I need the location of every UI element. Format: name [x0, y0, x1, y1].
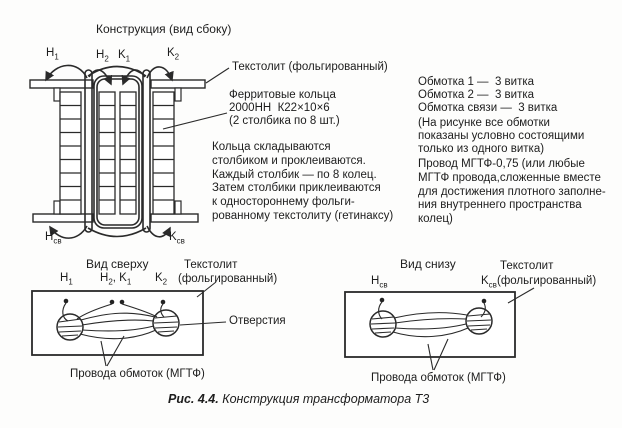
top-view-wires-label: Провода обмоток (МГТФ) — [70, 368, 205, 380]
terminal-hsv: Hсв — [45, 231, 62, 246]
ferrite-line: 2000НН К22×10×6 — [229, 102, 330, 115]
top-view-board — [31, 290, 204, 356]
solder-dots — [379, 297, 487, 304]
bottom-view-textolite-label2: (фольгированный) — [497, 275, 597, 287]
ferrite-rings-label: Ферритовые кольца 2000НН К22×10×6 (2 сто… — [229, 89, 340, 129]
wire-type-note: Провод МГТФ-0,75 (или любые МГТФ провода… — [418, 158, 606, 227]
bottom-view-textolite-label: Текстолит — [500, 260, 554, 272]
note-line: Каждый столбик — по 8 колец. — [212, 168, 377, 181]
figure-number: Рис. 4.4. — [168, 392, 219, 406]
side-view-title: Конструкция (вид сбоку) — [96, 22, 232, 36]
assembly-note: Кольца складываются столбиком и проклеив… — [212, 141, 393, 224]
top-view-textolite-label: Текстолит — [184, 259, 238, 271]
winding-turns-note: Обмотка 1 — 3 витка Обмотка 2 — 3 витка … — [418, 76, 557, 116]
terminal-ksv: Kсв — [169, 231, 185, 246]
note-line: Обмотка связи — 3 витка — [418, 102, 558, 115]
bottom-view-leaders — [427, 287, 535, 371]
terminal-h1: H1 — [46, 47, 59, 62]
note-line: к одностороннему фольги- — [212, 196, 355, 209]
side-view-drawing — [29, 64, 230, 239]
note-line: рованному текстолиту (гетинаксу) — [212, 209, 394, 222]
note-line: Кольца складываются — [212, 141, 331, 153]
textolite-plates — [29, 79, 206, 223]
bottom-view-drawing — [344, 287, 535, 371]
winding-wires — [57, 302, 179, 340]
top-view-terminal-h2k1: H2, K1 — [100, 272, 132, 287]
winding-loops — [45, 64, 174, 239]
note-line: ния внутреннего пространства — [418, 199, 582, 212]
note-line: только из одного витка) — [418, 143, 545, 156]
holes-label: Отверстия — [229, 315, 286, 327]
ferrite-ring-stacks — [59, 91, 175, 215]
bottom-view-terminal-ksv: Kсв — [481, 275, 497, 290]
board-holes — [56, 309, 180, 341]
top-view-title: Вид сверху — [86, 257, 149, 271]
top-view-terminal-h1: H1 — [60, 272, 73, 287]
note-line: Затем столбики приклеиваются — [212, 182, 381, 195]
note-line: (На рисунке все обмотки — [418, 117, 550, 129]
terminal-h2: H2 — [96, 49, 109, 64]
bottom-view-board — [344, 291, 516, 358]
bottom-view-title: Вид снизу — [400, 257, 456, 271]
side-view-leaders — [162, 67, 230, 130]
figure-caption-text: Конструкция трансформатора Т3 — [218, 392, 430, 406]
note-line: Провод МГТФ-0,75 (или любые — [418, 158, 585, 170]
top-view-drawing — [31, 281, 227, 367]
note-line: колец) — [418, 213, 453, 226]
ferrite-line: Ферритовые кольца — [229, 89, 336, 101]
winding-depiction-note: (На рисунке все обмотки показаны условно… — [418, 117, 584, 157]
note-line: для достижения плотного заполне- — [418, 185, 606, 198]
terminal-k1: K1 — [118, 49, 131, 64]
figure-caption: Рис. 4.4. Конструкция трансформатора Т3 — [168, 392, 429, 406]
solder-dots — [63, 298, 166, 305]
ferrite-line: (2 столбика по 8 шт.) — [229, 115, 340, 128]
note-line: столбиком и проклеиваются. — [212, 154, 366, 167]
note-line: показаны условно состоящими — [418, 130, 585, 143]
top-view-textolite-label2: (фольгированный) — [178, 273, 278, 285]
winding-wires — [370, 301, 492, 338]
note-line: Обмотка 1 — 3 витка — [418, 76, 535, 88]
bottom-view-wires-label: Провода обмоток (МГТФ) — [371, 372, 506, 384]
board-holes — [369, 307, 493, 338]
note-line: МГТФ провода,сложенные вместе — [418, 171, 601, 184]
top-view-leaders — [100, 281, 227, 367]
textolite-label: Текстолит (фольгированный) — [232, 61, 388, 73]
terminal-k2: K2 — [167, 47, 180, 62]
top-view-terminal-k2: K2 — [155, 272, 168, 287]
note-line: Обмотка 2 — 3 витка — [418, 89, 535, 102]
bottom-view-terminal-hsv: Hсв — [371, 275, 388, 290]
